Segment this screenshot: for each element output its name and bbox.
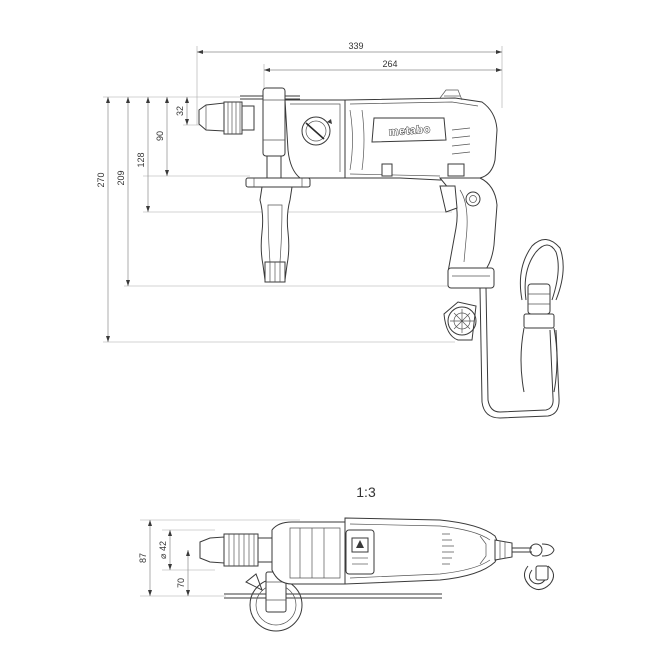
- side-view-dimensions: 339 264 32 90 128 209 270: [96, 41, 503, 343]
- chuck-side: [198, 102, 225, 132]
- side-view-drill: metabo: [198, 87, 564, 419]
- dim-length-body: 264: [382, 59, 397, 69]
- dim-width-total: 87: [138, 553, 148, 563]
- dim-chuck-diameter: ⌀ 42: [158, 541, 168, 559]
- power-cord: [485, 287, 554, 413]
- top-view-dimensions: 87 ⌀ 42 70: [138, 519, 300, 597]
- dim-overall-height: 270: [96, 172, 106, 187]
- top-view-drill: [199, 517, 555, 632]
- dim-chuck-height: 32: [175, 106, 185, 116]
- dim-length-total: 339: [348, 41, 363, 51]
- dim-offset: 70: [176, 578, 186, 588]
- brand-logo: metabo: [388, 124, 431, 139]
- dim-handle-height: 209: [116, 170, 126, 185]
- dim-grip-depth: 128: [136, 152, 146, 167]
- dim-handle-drop: 90: [155, 131, 165, 141]
- scale-label: 1:3: [356, 484, 376, 500]
